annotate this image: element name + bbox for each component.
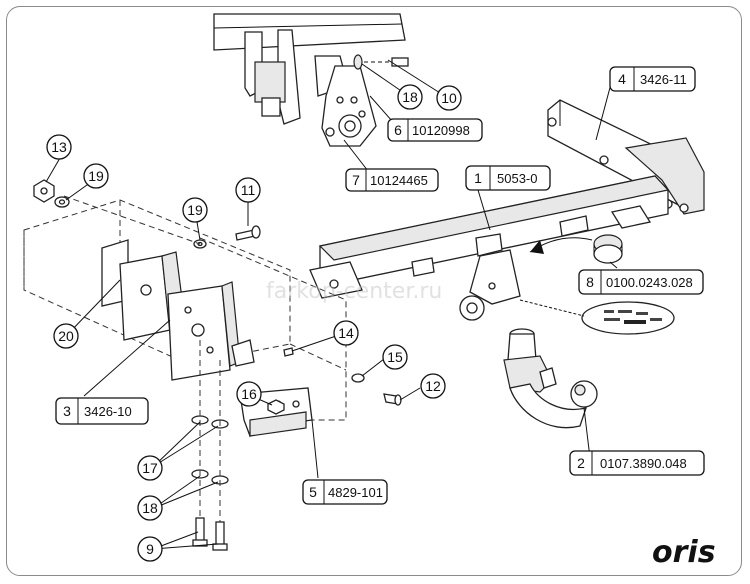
svg-text:10124465: 10124465 xyxy=(370,173,428,188)
svg-text:13: 13 xyxy=(51,139,67,155)
bubble-9: 9 xyxy=(137,536,163,562)
svg-text:0107.3890.048: 0107.3890.048 xyxy=(600,456,687,471)
svg-text:10: 10 xyxy=(441,90,457,106)
svg-text:9: 9 xyxy=(146,541,154,557)
svg-text:3: 3 xyxy=(63,403,71,419)
svg-text:7: 7 xyxy=(352,172,360,188)
bubble-19-mid: 19 xyxy=(182,197,208,223)
side-bracket-left xyxy=(23,199,347,421)
svg-text:11: 11 xyxy=(241,182,256,198)
svg-text:16: 16 xyxy=(241,386,257,402)
svg-text:14: 14 xyxy=(338,325,354,341)
svg-text:20: 20 xyxy=(58,328,74,344)
svg-text:4829-101: 4829-101 xyxy=(328,485,383,500)
bubble-11: 11 xyxy=(235,177,261,203)
vehicle-chassis-detail xyxy=(213,13,409,147)
svg-text:5: 5 xyxy=(309,484,317,500)
svg-text:8: 8 xyxy=(586,274,594,290)
fastener-hardware xyxy=(33,179,402,551)
bubble-17: 17 xyxy=(137,455,163,481)
bubble-13: 13 xyxy=(46,134,72,160)
callout-3: 3 3426-10 xyxy=(55,397,149,425)
watermark-text: farkop-center.ru xyxy=(266,279,442,304)
wiring-plate xyxy=(519,299,675,335)
svg-text:15: 15 xyxy=(387,349,403,365)
tow-ball xyxy=(503,328,598,429)
svg-text:2: 2 xyxy=(577,455,585,471)
callout-6: 6 10120998 xyxy=(387,118,483,142)
bubble-10: 10 xyxy=(436,85,462,111)
svg-text:19: 19 xyxy=(88,168,104,184)
callout-5: 5 4829-101 xyxy=(302,479,388,505)
svg-text:10120998: 10120998 xyxy=(412,123,470,138)
bubble-14: 14 xyxy=(333,320,359,346)
brand-logo: oris xyxy=(652,535,716,570)
svg-text:6: 6 xyxy=(394,122,402,138)
bubble-15: 15 xyxy=(382,344,408,370)
bubble-16: 16 xyxy=(236,381,262,407)
callout-1: 1 5053-0 xyxy=(465,165,551,191)
svg-text:3426-10: 3426-10 xyxy=(84,404,132,419)
diagram-frame xyxy=(6,6,742,576)
svg-text:5053-0: 5053-0 xyxy=(497,171,537,186)
svg-text:17: 17 xyxy=(142,460,158,476)
svg-text:18: 18 xyxy=(402,89,418,105)
callout-8: 8 0100.0243.028 xyxy=(578,269,704,295)
svg-text:18: 18 xyxy=(142,500,158,516)
svg-text:1: 1 xyxy=(474,170,482,186)
bubble-18-bottom: 18 xyxy=(137,495,163,521)
svg-text:12: 12 xyxy=(425,378,441,394)
bubble-18-top: 18 xyxy=(397,84,423,110)
electrical-socket xyxy=(529,234,623,264)
main-crossbar xyxy=(309,175,670,321)
callout-4: 4 3426-11 xyxy=(609,66,696,92)
callout-2: 2 0107.3890.048 xyxy=(569,450,705,476)
svg-text:19: 19 xyxy=(187,202,203,218)
svg-text:3426-11: 3426-11 xyxy=(640,72,687,87)
callout-7: 7 10124465 xyxy=(345,168,439,192)
bubble-20: 20 xyxy=(53,323,79,349)
bubble-12: 12 xyxy=(420,373,446,399)
bubble-19-left: 19 xyxy=(83,163,109,189)
svg-text:0100.0243.028: 0100.0243.028 xyxy=(606,275,693,290)
svg-text:4: 4 xyxy=(618,71,626,87)
side-bracket-right xyxy=(547,99,705,215)
